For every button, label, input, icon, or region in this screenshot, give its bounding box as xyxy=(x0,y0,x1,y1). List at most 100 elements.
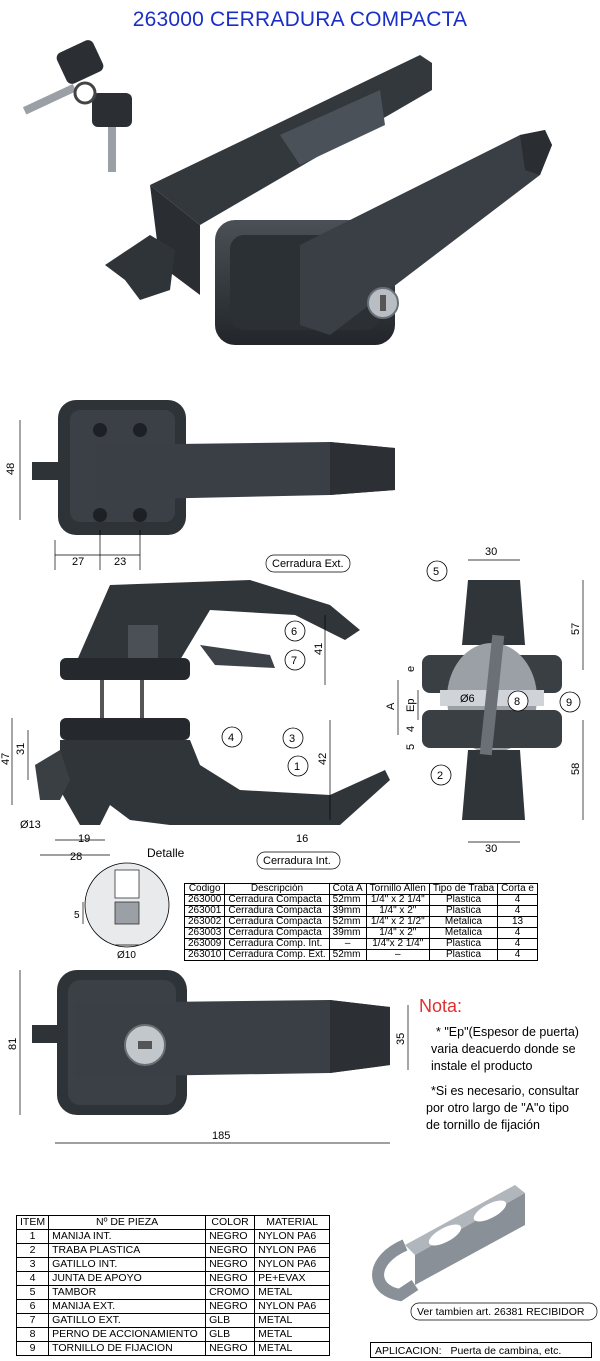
spec-cell: 52mm xyxy=(328,949,367,961)
spec-header: Tornillo Allen xyxy=(365,883,430,895)
callout-ext: Cerradura Ext. xyxy=(272,558,344,570)
spec-table-header: Codigo Descripción Cota A Tornillo Allen… xyxy=(183,883,538,895)
parts-cell: NEGRO xyxy=(205,1341,256,1356)
callout-9: 9 xyxy=(566,697,572,709)
parts-cell: 3 xyxy=(15,1257,50,1272)
keys-icon xyxy=(22,40,132,172)
callout-6: 6 xyxy=(291,626,297,638)
callout-3: 3 xyxy=(289,733,295,745)
dim-Ep: Ep xyxy=(405,699,417,712)
callout-7: 7 xyxy=(291,655,297,667)
parts-cell: PE+EVAX xyxy=(254,1271,331,1286)
table-row: 263010 Cerradura Comp. Ext. 52mm – Plast… xyxy=(183,949,538,961)
spec-cell: 263001 xyxy=(183,905,226,917)
parts-cell: METAL xyxy=(254,1341,331,1356)
spec-cell: Cerradura Comp. Int. xyxy=(224,938,330,950)
spec-cell: Cerradura Compacta xyxy=(224,927,330,939)
nota-line: de tornillo de fijación xyxy=(426,1118,540,1132)
parts-cell: 2 xyxy=(15,1243,50,1258)
spec-cell: 13 xyxy=(497,916,538,928)
dim-28: 28 xyxy=(70,851,82,863)
spec-cell: Plastica xyxy=(428,938,499,950)
spec-cell: Cerradura Compacta xyxy=(224,905,330,917)
front-section-drawing: 30 57 58 30 A Ep e 4 5 Ø6 5 8 9 2 xyxy=(385,546,584,855)
parts-cell: CROMO xyxy=(205,1285,256,1300)
dim-6: Ø6 xyxy=(460,693,475,705)
nota-line: *Si es necesario, consultar xyxy=(431,1084,579,1098)
callout-4: 4 xyxy=(228,732,234,744)
parts-cell: NEGRO xyxy=(205,1299,256,1314)
dim-19: 19 xyxy=(78,833,90,845)
spec-cell: Plastica xyxy=(428,949,499,961)
spec-header: Codigo xyxy=(183,883,226,895)
spec-cell: 263003 xyxy=(183,927,226,939)
parts-cell: GLB xyxy=(205,1313,256,1328)
aplicacion-box: APLICACION: Puerta de cambina, etc. xyxy=(370,1342,592,1358)
table-row: 263001 Cerradura Compacta 39mm 1/4" x 2"… xyxy=(183,905,538,917)
parts-cell: MANIJA INT. xyxy=(48,1229,207,1244)
detail-a-label: Detalle A xyxy=(147,846,185,860)
spec-cell: – xyxy=(328,938,367,950)
dim-41: 41 xyxy=(313,643,325,655)
parts-cell: MANIJA EXT. xyxy=(48,1299,207,1314)
dim-58: 58 xyxy=(570,763,582,775)
parts-cell: 7 xyxy=(15,1313,50,1328)
parts-header: MATERIAL xyxy=(254,1215,331,1230)
parts-cell: NEGRO xyxy=(205,1243,256,1258)
recibidor-bracket-drawing: Ver tambien art. 26381 RECIBIDOR xyxy=(372,1185,598,1321)
spec-cell: 4 xyxy=(497,894,538,906)
recibidor-note: Ver tambien art. 26381 RECIBIDOR xyxy=(417,1306,585,1318)
dim-57: 57 xyxy=(570,623,582,635)
table-row: 263002 Cerradura Compacta 52mm 1/4" x 2 … xyxy=(183,916,538,928)
callout-1: 1 xyxy=(294,761,300,773)
dim-42: 42 xyxy=(317,753,329,765)
spec-table: Codigo Descripción Cota A Tornillo Allen… xyxy=(183,883,538,961)
spec-cell: 4 xyxy=(497,949,538,961)
spec-cell: Metalica xyxy=(428,916,499,928)
nota-title: Nota: xyxy=(419,996,463,1016)
dim-13: Ø13 xyxy=(20,819,41,831)
parts-cell: PERNO DE ACCIONAMIENTO xyxy=(48,1327,207,1342)
spec-cell: 263000 xyxy=(183,894,226,906)
detail-dim-10: Ø10 xyxy=(117,950,136,961)
parts-header: ITEM xyxy=(15,1215,50,1230)
spec-cell: 1/4" x 2" xyxy=(365,927,430,939)
parts-cell: 9 xyxy=(15,1341,50,1356)
dim-47: 47 xyxy=(0,753,12,765)
spec-cell: 1/4" x 2" xyxy=(365,905,430,917)
table-row: 263009 Cerradura Comp. Int. – 1/4"x 2 1/… xyxy=(183,938,538,950)
parts-cell: NEGRO xyxy=(205,1229,256,1244)
detail-a-drawing: Detalle A 5 Ø10 xyxy=(74,846,185,961)
spec-cell: 263009 xyxy=(183,938,226,950)
spec-cell: Cerradura Compacta xyxy=(224,916,330,928)
spec-cell: 4 xyxy=(497,927,538,939)
spec-cell: 52mm xyxy=(328,916,367,928)
spec-cell: 39mm xyxy=(328,927,367,939)
parts-cell: NEGRO xyxy=(205,1271,256,1286)
dim-23: 23 xyxy=(114,556,126,568)
parts-cell: NYLON PA6 xyxy=(254,1257,331,1272)
parts-cell: TRABA PLASTICA xyxy=(48,1243,207,1258)
parts-cell: GATILLO EXT. xyxy=(48,1313,207,1328)
dim-30-top: 30 xyxy=(485,546,497,558)
parts-cell: METAL xyxy=(254,1313,331,1328)
spec-cell: 1/4" x 2 1/2" xyxy=(365,916,430,928)
dim-5: 5 xyxy=(405,744,417,750)
spec-cell: 4 xyxy=(497,905,538,917)
dim-4: 4 xyxy=(405,726,417,732)
callout-2: 2 xyxy=(437,770,443,782)
parts-cell: GATILLO INT. xyxy=(48,1257,207,1272)
parts-cell: NYLON PA6 xyxy=(254,1243,331,1258)
dim-48: 48 xyxy=(5,463,17,475)
table-row: 263003 Cerradura Compacta 39mm 1/4" x 2"… xyxy=(183,927,538,939)
parts-cell: 5 xyxy=(15,1285,50,1300)
spec-cell: – xyxy=(365,949,430,961)
parts-header: COLOR xyxy=(205,1215,256,1230)
parts-cell: TAMBOR xyxy=(48,1285,207,1300)
parts-cell: METAL xyxy=(254,1285,331,1300)
